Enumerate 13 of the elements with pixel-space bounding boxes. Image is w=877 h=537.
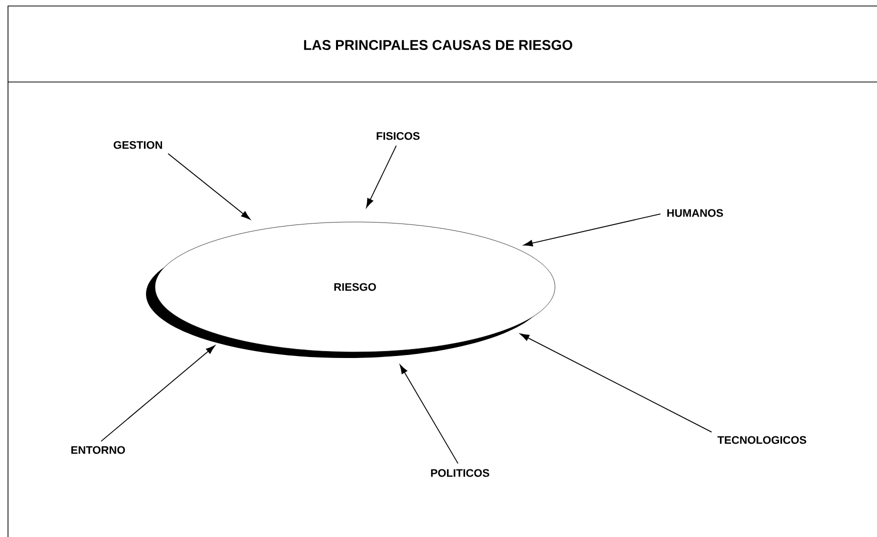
arrow	[100, 345, 216, 442]
cause-label: TECNOLOGICOS	[718, 436, 806, 444]
arrow	[523, 213, 661, 246]
cause-label: POLITICOS	[431, 469, 490, 477]
title: LAS PRINCIPALES CAUSAS DE RIESGO	[304, 40, 572, 50]
cause-label: HUMANOS	[667, 209, 723, 217]
arrow	[366, 145, 397, 208]
arrow	[520, 334, 712, 433]
cause-label: GESTION	[114, 141, 162, 149]
cause-label: ENTORNO	[71, 446, 125, 454]
arrow	[168, 153, 250, 220]
arrow	[400, 364, 458, 464]
cause-label: FISICOS	[376, 132, 420, 140]
